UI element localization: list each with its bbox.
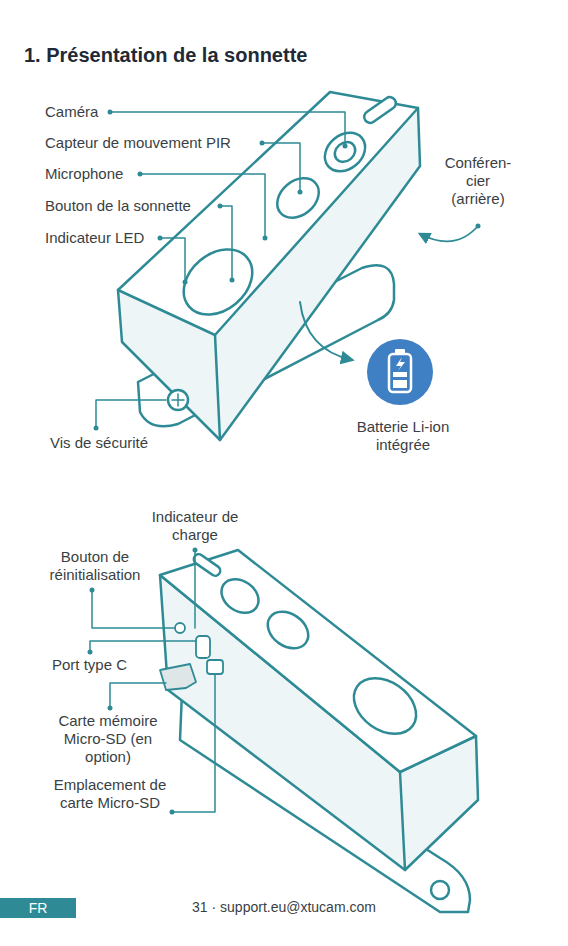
language-code: FR [29, 900, 48, 916]
leader-dots [88, 110, 481, 815]
callout-label: Conféren- cier (arrière) [438, 154, 518, 208]
battery-icon [389, 354, 411, 392]
screw-slot [172, 394, 184, 406]
leader-line [172, 675, 215, 812]
body-top [160, 550, 476, 772]
language-tab: FR [0, 898, 76, 918]
security-screw [431, 881, 449, 899]
leader-line [160, 238, 185, 282]
leader-line [90, 641, 196, 652]
callout-label: Bouton de réinitialisation [35, 548, 155, 584]
led-strip [362, 95, 398, 125]
pir-sensor [261, 604, 315, 655]
callout-label: Carte mémoire Micro-SD (en option) [53, 712, 163, 766]
body-edge [400, 772, 405, 870]
pir-sensor [269, 170, 326, 226]
page-title: 1. Présentation de la sonnette [24, 44, 307, 67]
leader-line [110, 683, 166, 708]
callout-label: Capteur de mouvement PIR [45, 134, 231, 152]
battery-level [393, 380, 407, 388]
battery-bolt [396, 357, 405, 371]
battery-badge [367, 339, 433, 405]
callout-label: Indicateur LED [45, 229, 144, 247]
leader-line [96, 400, 166, 428]
callout-label: Bouton de la sonnette [45, 197, 191, 215]
callout-label: Emplacement de carte Micro-SD [48, 776, 173, 812]
body-edge [215, 335, 220, 440]
leader-line [92, 590, 174, 628]
pointer-arrow [300, 302, 352, 360]
bell-button [343, 667, 426, 745]
camera-lens [215, 572, 265, 620]
callout-label: Microphone [45, 165, 123, 183]
leader-line [262, 143, 300, 192]
leader-line [220, 206, 232, 280]
pointer-arrow [420, 226, 478, 241]
page-footer: 31 · support.eu@xtucam.com [134, 899, 434, 916]
led-strip [192, 552, 222, 577]
callout-label: Port type C [52, 656, 127, 674]
battery-cap [395, 349, 405, 354]
callout-label: Batterie Li-ion intégrée [338, 418, 468, 454]
callout-label: Vis de sécurité [50, 434, 148, 452]
security-screw [168, 390, 188, 410]
sd-slot [207, 660, 223, 674]
callout-label: Indicateur de charge [138, 508, 253, 544]
callout-label: Caméra [45, 103, 98, 121]
usb-c-port [196, 636, 210, 658]
sd-card [160, 664, 196, 690]
battery-level [393, 372, 407, 377]
reset-hole [175, 623, 185, 633]
leader-line [194, 550, 196, 628]
